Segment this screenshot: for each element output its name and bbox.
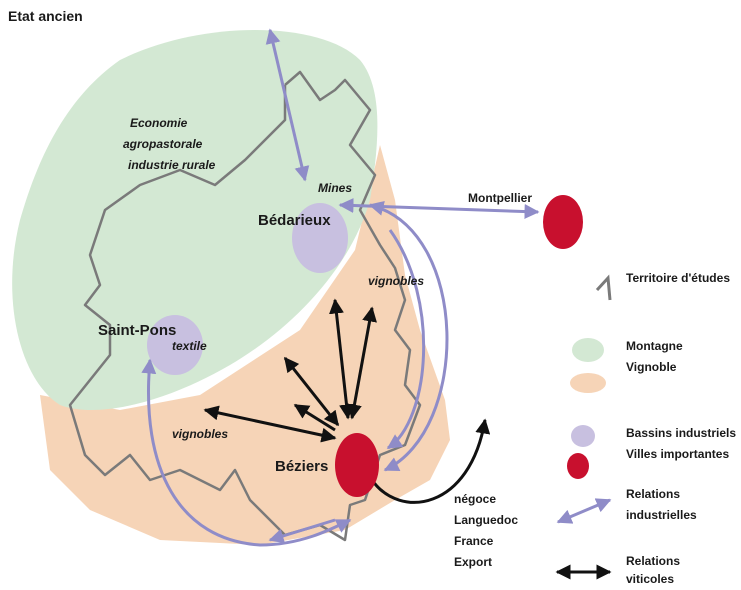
legend-wine-label-2: viticoles: [626, 572, 675, 586]
arrow-bedarieux-beziers-loop: [368, 201, 449, 472]
arrow-beziers-north: [329, 298, 354, 420]
trade-export: Export: [454, 555, 493, 569]
mountain-economy-line3: industrie rurale: [128, 158, 216, 172]
montpellier-city: [543, 195, 583, 249]
arrow-saintpons-beziers: [141, 358, 352, 547]
legend-territory-label: Territoire d'études: [626, 271, 730, 285]
vineyard-west-label: vignobles: [172, 427, 229, 441]
bedarieux-label: Bédarieux: [258, 212, 331, 229]
trade-france: France: [454, 534, 494, 548]
arrow-beziers-nne: [347, 306, 377, 420]
arrow-beziers-west: [203, 405, 337, 443]
arrow-beziers-sw: [268, 518, 336, 544]
wine-relations: [203, 298, 491, 504]
legend-industrial-arrow-icon: [556, 498, 612, 524]
mountain-economy-line1: Economie: [130, 116, 188, 130]
legend-city-icon: [567, 453, 589, 479]
arrow-beziers-inner: [293, 403, 336, 432]
montpellier-label: Montpellier: [468, 191, 533, 205]
legend-basin-label: Bassins industriels: [626, 426, 737, 440]
beziers-city: [335, 433, 379, 497]
trade-negoce: négoce: [454, 492, 497, 506]
vineyard-north-label: vignobles: [368, 274, 425, 288]
industrial-relations: [141, 28, 540, 547]
legend-mountain-label: Montagne: [626, 339, 683, 353]
legend-wine-label-1: Relations: [626, 554, 681, 568]
textile-label: textile: [172, 339, 207, 353]
trade-languedoc: Languedoc: [454, 513, 519, 527]
saintpons-basin: [147, 315, 203, 375]
legend-vineyard-label: Vignoble: [626, 360, 677, 374]
legend-industrial-label-2: industrielles: [626, 508, 697, 522]
saint-pons-label: Saint-Pons: [98, 322, 177, 339]
page-title: Etat ancien: [8, 8, 83, 24]
arrow-bedarieux-north: [265, 28, 310, 182]
mountain-economy-line2: agropastorale: [123, 137, 203, 151]
legend-industrial-label-1: Relations: [626, 487, 681, 501]
arrow-bedarieux-beziers-inner: [386, 229, 426, 450]
bedarieux-basin: [292, 203, 348, 273]
beziers-label: Béziers: [275, 458, 329, 475]
legend-mountain-icon: [572, 338, 604, 362]
legend-vineyard-icon: [570, 373, 606, 393]
legend-city-label: Villes importantes: [626, 447, 730, 461]
legend-basin-icon: [571, 425, 595, 447]
legend-territory-icon: [595, 274, 612, 301]
arrow-beziers-export: [370, 418, 491, 504]
mines-label: Mines: [318, 181, 353, 195]
legend-symbols: [555, 274, 612, 580]
